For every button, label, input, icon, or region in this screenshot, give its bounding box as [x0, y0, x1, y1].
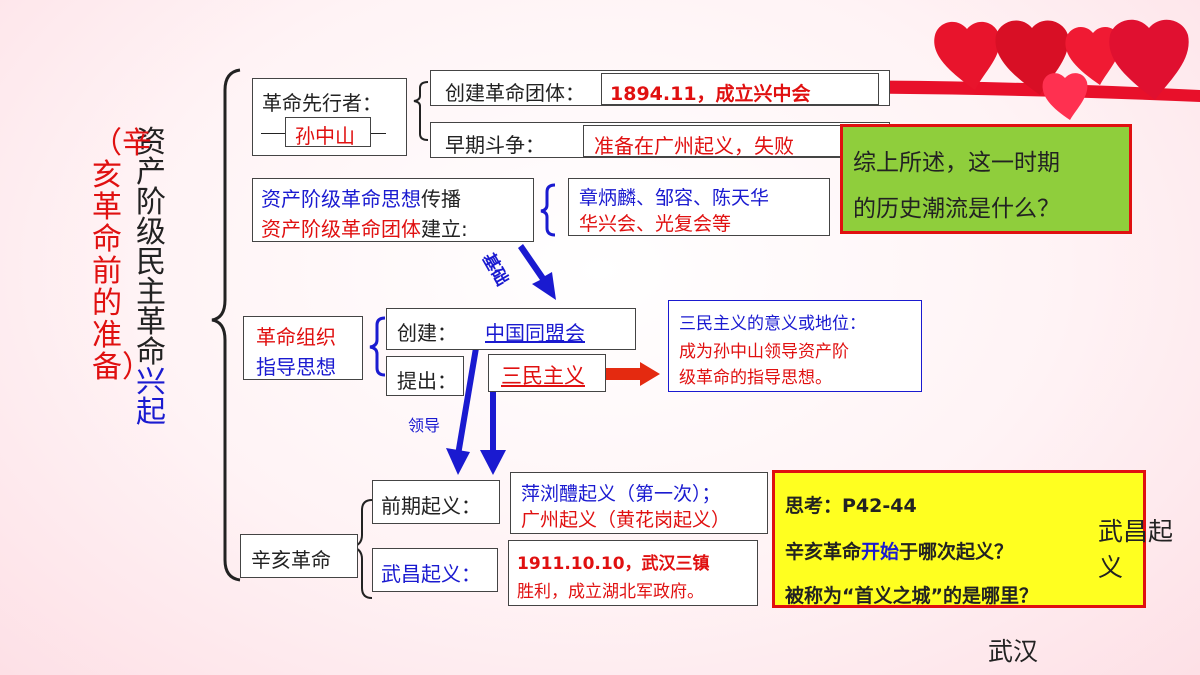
brace-spread	[540, 183, 556, 237]
pioneer-name: 孙中山	[295, 124, 355, 148]
subtitle-paren-close: ）	[122, 350, 152, 385]
answer-2: 武汉	[988, 637, 1039, 666]
sanmin-arrow	[604, 362, 660, 386]
found-org-value: 1894.11，成立兴中会	[610, 83, 811, 105]
pioneer-name-box: 孙中山	[285, 117, 371, 148]
found-org-label: 创建革命团体：	[445, 81, 585, 105]
lead-arrow-head-1	[446, 448, 470, 475]
answer-1-line-2: 义	[1098, 553, 1124, 582]
vertical-title: 资产阶级民主革命兴起	[136, 128, 170, 428]
propose-box: 提出：	[386, 356, 464, 396]
guide-line-2: 指导思想	[256, 355, 336, 379]
pioneer-label: 革命先行者：	[262, 91, 382, 115]
lead-arrow-head-2	[480, 450, 506, 475]
main-brace	[211, 68, 241, 582]
think-question-2: 被称为“首义之城”的是哪里？	[785, 585, 1038, 607]
spread-box: 资产阶级革命思想传播 资产阶级革命团体建立:	[252, 178, 534, 242]
early-uprising-detail-box: 萍浏醴起义（第一次）； 广州起义（黄花岗起义）	[510, 472, 768, 534]
summary-line-1: 综上所述，这一时期	[853, 150, 1060, 176]
found-org-value-box: 1894.11，成立兴中会	[601, 73, 879, 105]
spread-verb-1: 传播	[421, 187, 461, 211]
think-title: 思考：P42-44	[785, 495, 917, 517]
wuchang-label: 武昌起义：	[381, 562, 481, 586]
subtitle-text: 辛亥革命前的准备	[92, 126, 152, 385]
answer-1-line-1: 武昌起	[1098, 517, 1174, 546]
subtitle-paren-open: （	[92, 126, 122, 161]
vertical-subtitle: （辛亥革命前的准备）	[92, 126, 152, 384]
sanmin-meaning-box: 三民主义的意义或地位： 成为孙中山领导资产阶 级革命的指导思想。	[668, 300, 922, 392]
title-main: 资产阶级民主革命	[136, 125, 166, 370]
sanmin-meaning-line-3: 级革命的指导思想。	[679, 368, 832, 388]
spread-groups: 资产阶级革命团体	[261, 217, 421, 241]
spread-detail-box: 章炳麟、邹容、陈天华 华兴会、光复会等	[568, 178, 830, 236]
brace-guide	[369, 316, 386, 377]
create-label: 创建：	[397, 321, 457, 345]
early-uprising-label-box: 前期起义：	[372, 480, 500, 524]
think-q1-a: 辛亥革命	[785, 541, 862, 563]
create-box: 创建： 中国同盟会	[386, 308, 636, 350]
propose-value-box: 三民主义	[488, 354, 606, 392]
think-question-1: 辛亥革命开始于哪次起义？	[785, 537, 1013, 564]
summary-line-2: 的历史潮流是什么？	[853, 196, 1060, 222]
lead-arrow-line-1	[455, 347, 479, 456]
think-q1-highlight: 开始	[861, 541, 900, 563]
pioneer-box: 革命先行者： 孙中山	[252, 78, 407, 156]
propose-value: 三民主义	[501, 364, 585, 388]
lead-label: 领导	[408, 416, 441, 435]
found-org-box: 创建革命团体： 1894.11，成立兴中会	[430, 70, 890, 106]
early-struggle-value: 准备在广州起义，失败	[594, 134, 794, 158]
think-box: 思考：P42-44 辛亥革命开始于哪次起义？ 被称为“首义之城”的是哪里？	[772, 470, 1146, 608]
revolution-box: 辛亥革命	[240, 534, 358, 578]
early-uprising-label: 前期起义：	[381, 494, 481, 518]
propose-label: 提出：	[397, 369, 457, 393]
foundation-arrow	[518, 244, 556, 300]
early-struggle-box: 早期斗争： 准备在广州起义，失败	[430, 122, 890, 158]
spread-org-names: 华兴会、光复会等	[579, 213, 732, 235]
wuchang-line-1: 1911.10.10，武汉三镇	[517, 554, 710, 574]
spread-line-1: 资产阶级革命思想传播	[261, 183, 461, 212]
early-uprising-line-1: 萍浏醴起义（第一次）；	[521, 483, 721, 505]
hearts-decoration	[934, 19, 1189, 120]
early-uprising-line-2: 广州起义（黄花岗起义）	[521, 509, 731, 531]
revolution-label: 辛亥革命	[251, 548, 331, 572]
sanmin-meaning-line-2: 成为孙中山领导资产阶	[679, 342, 849, 362]
sanmin-meaning-title: 三民主义的意义或地位：	[679, 314, 866, 334]
early-struggle-label: 早期斗争：	[445, 133, 545, 157]
guide-box: 革命组织 指导思想	[243, 316, 363, 380]
spread-people: 章炳麟、邹容、陈天华	[579, 187, 770, 209]
guide-line-1: 革命组织	[256, 325, 336, 349]
spread-verb-2: 建立:	[421, 217, 468, 241]
create-value: 中国同盟会	[485, 321, 585, 345]
wuchang-detail-box: 1911.10.10，武汉三镇 胜利，成立湖北军政府。	[508, 540, 758, 606]
early-struggle-value-box: 准备在广州起义，失败	[583, 125, 879, 158]
brace-pioneer	[413, 81, 429, 141]
think-q1-c: 于哪次起义？	[899, 541, 1014, 563]
wuchang-line-2: 胜利，成立湖北军政府。	[517, 582, 704, 602]
summary-question-box: 综上所述，这一时期 的历史潮流是什么？	[840, 124, 1132, 234]
spread-thought: 资产阶级革命思想	[261, 187, 421, 211]
spread-line-2: 资产阶级革命团体建立:	[261, 213, 468, 242]
title-rise: 兴起	[136, 365, 166, 430]
wuchang-label-box: 武昌起义：	[372, 548, 498, 592]
